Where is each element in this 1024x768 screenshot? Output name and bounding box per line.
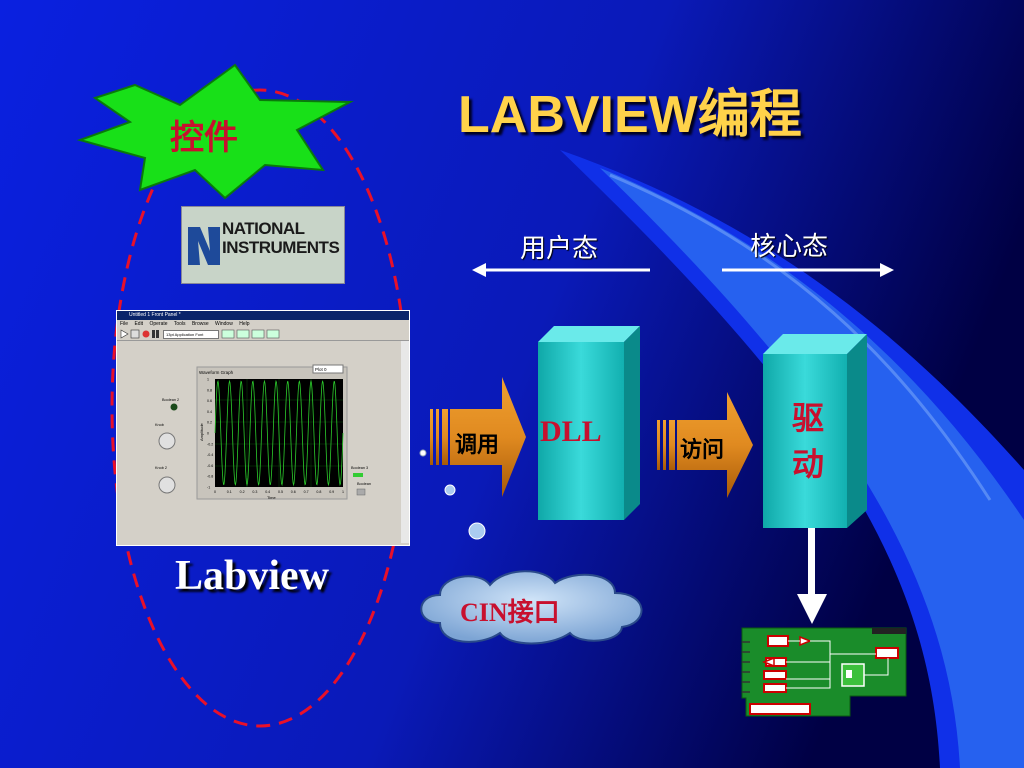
x-tick-label: 0	[214, 490, 216, 494]
y-tick-label: 0.6	[207, 399, 212, 403]
user-mode-label: 用户态	[520, 234, 599, 264]
knob-label: Knob	[155, 423, 164, 427]
window-title: Untitled 1 Front Panel *	[117, 311, 409, 320]
access-arrow-shape	[657, 392, 753, 498]
font-selector[interactable]: 13pt Application Font	[163, 330, 219, 339]
knob-2-label: Knob 2	[155, 466, 167, 470]
boolean-3-switch[interactable]	[353, 473, 363, 477]
cin-interface-label: CIN接口	[460, 598, 560, 627]
dll-label: DLL	[540, 415, 602, 448]
menu-operate[interactable]: Operate	[149, 321, 168, 327]
front-panel-canvas: Plot 0 Waveform Graph Time Amplitude 1 0.…	[117, 341, 409, 543]
plot-legend-label: Plot 0	[315, 367, 327, 372]
starburst-label: 控件	[170, 118, 238, 158]
x-tick-label: 1	[342, 490, 344, 494]
boolean-button[interactable]	[356, 488, 366, 496]
x-axis-title: Time	[267, 495, 277, 500]
x-tick-label: 0.2	[240, 490, 245, 494]
plot-legend[interactable]	[312, 364, 344, 374]
y-tick-label: 0	[207, 432, 209, 436]
x-tick-label: 0.7	[304, 490, 309, 494]
x-tick-label: 0.5	[278, 490, 283, 494]
kernel-mode-label: 核心态	[750, 232, 829, 262]
x-tick-label: 0.8	[316, 490, 321, 494]
waveform-trace	[214, 379, 344, 487]
window-toolbar: 13pt Application Font	[117, 328, 409, 341]
menu-browse[interactable]: Browse	[191, 321, 209, 327]
driver-label-line2: 动	[791, 445, 824, 483]
y-tick-label: -1	[207, 486, 210, 490]
user-mode-arrow	[472, 263, 650, 277]
x-tick-label: 0.3	[252, 490, 257, 494]
y-tick-label: 0.4	[207, 410, 212, 414]
y-tick-label: -0.6	[207, 464, 213, 468]
boolean-2-label: Boolean 2	[162, 398, 179, 402]
call-arrow-shape	[430, 377, 526, 497]
x-tick-label: 0.9	[329, 490, 334, 494]
driver-prism-shape	[763, 334, 867, 528]
ni-eagle-icon	[188, 227, 220, 265]
run-toolbar-icons[interactable]	[120, 329, 160, 339]
knob-control[interactable]	[158, 432, 176, 450]
cin-cloud-shape	[420, 570, 643, 645]
driver-label-line1: 驱	[791, 399, 824, 437]
kernel-mode-arrow	[722, 263, 894, 277]
y-tick-label: 0.2	[207, 421, 212, 425]
dll-prism-shape	[538, 326, 640, 520]
down-arrow	[797, 528, 827, 624]
menu-help[interactable]: Help	[239, 321, 250, 327]
graph-title: Waveform Graph	[199, 370, 234, 375]
knob-2-control[interactable]	[158, 476, 176, 494]
y-tick-label: 1	[207, 378, 209, 382]
menu-file[interactable]: File	[120, 321, 129, 327]
menu-tools[interactable]: Tools	[173, 321, 186, 327]
window-menu-bar: File Edit Operate Tools Browse Window He…	[117, 320, 409, 328]
y-tick-label: -0.2	[207, 442, 213, 446]
y-tick-label: -0.8	[207, 475, 213, 479]
menu-edit[interactable]: Edit	[134, 321, 144, 327]
x-tick-label: 0.4	[265, 490, 270, 494]
y-axis-title: Amplitude	[199, 422, 204, 441]
access-arrow-label: 访问	[680, 438, 725, 463]
align-toolbar-icons[interactable]	[221, 329, 281, 339]
thought-bubbles	[419, 449, 486, 540]
national-instruments-logo: NATIONAL INSTRUMENTS	[181, 206, 345, 284]
labview-front-panel-window: Untitled 1 Front Panel * File Edit Opera…	[116, 310, 410, 546]
boolean-3-label: Boolean 3	[351, 466, 368, 470]
ni-logo-line2: INSTRUMENTS	[222, 238, 340, 257]
y-tick-label: -0.4	[207, 453, 213, 457]
labview-label: Labview	[175, 553, 330, 599]
y-tick-label: 0.8	[207, 388, 212, 392]
boolean-2-led[interactable]	[170, 403, 178, 411]
x-tick-label: 0.1	[227, 490, 232, 494]
x-tick-label: 0.6	[291, 490, 296, 494]
pcb-card-icon	[741, 627, 907, 717]
menu-window[interactable]: Window	[215, 321, 233, 327]
starburst-shape	[76, 63, 354, 200]
boolean-label: Boolean	[357, 482, 371, 486]
page-title: LABVIEW编程	[458, 86, 802, 144]
ni-logo-line1: NATIONAL	[222, 219, 305, 238]
call-arrow-label: 调用	[455, 433, 500, 458]
